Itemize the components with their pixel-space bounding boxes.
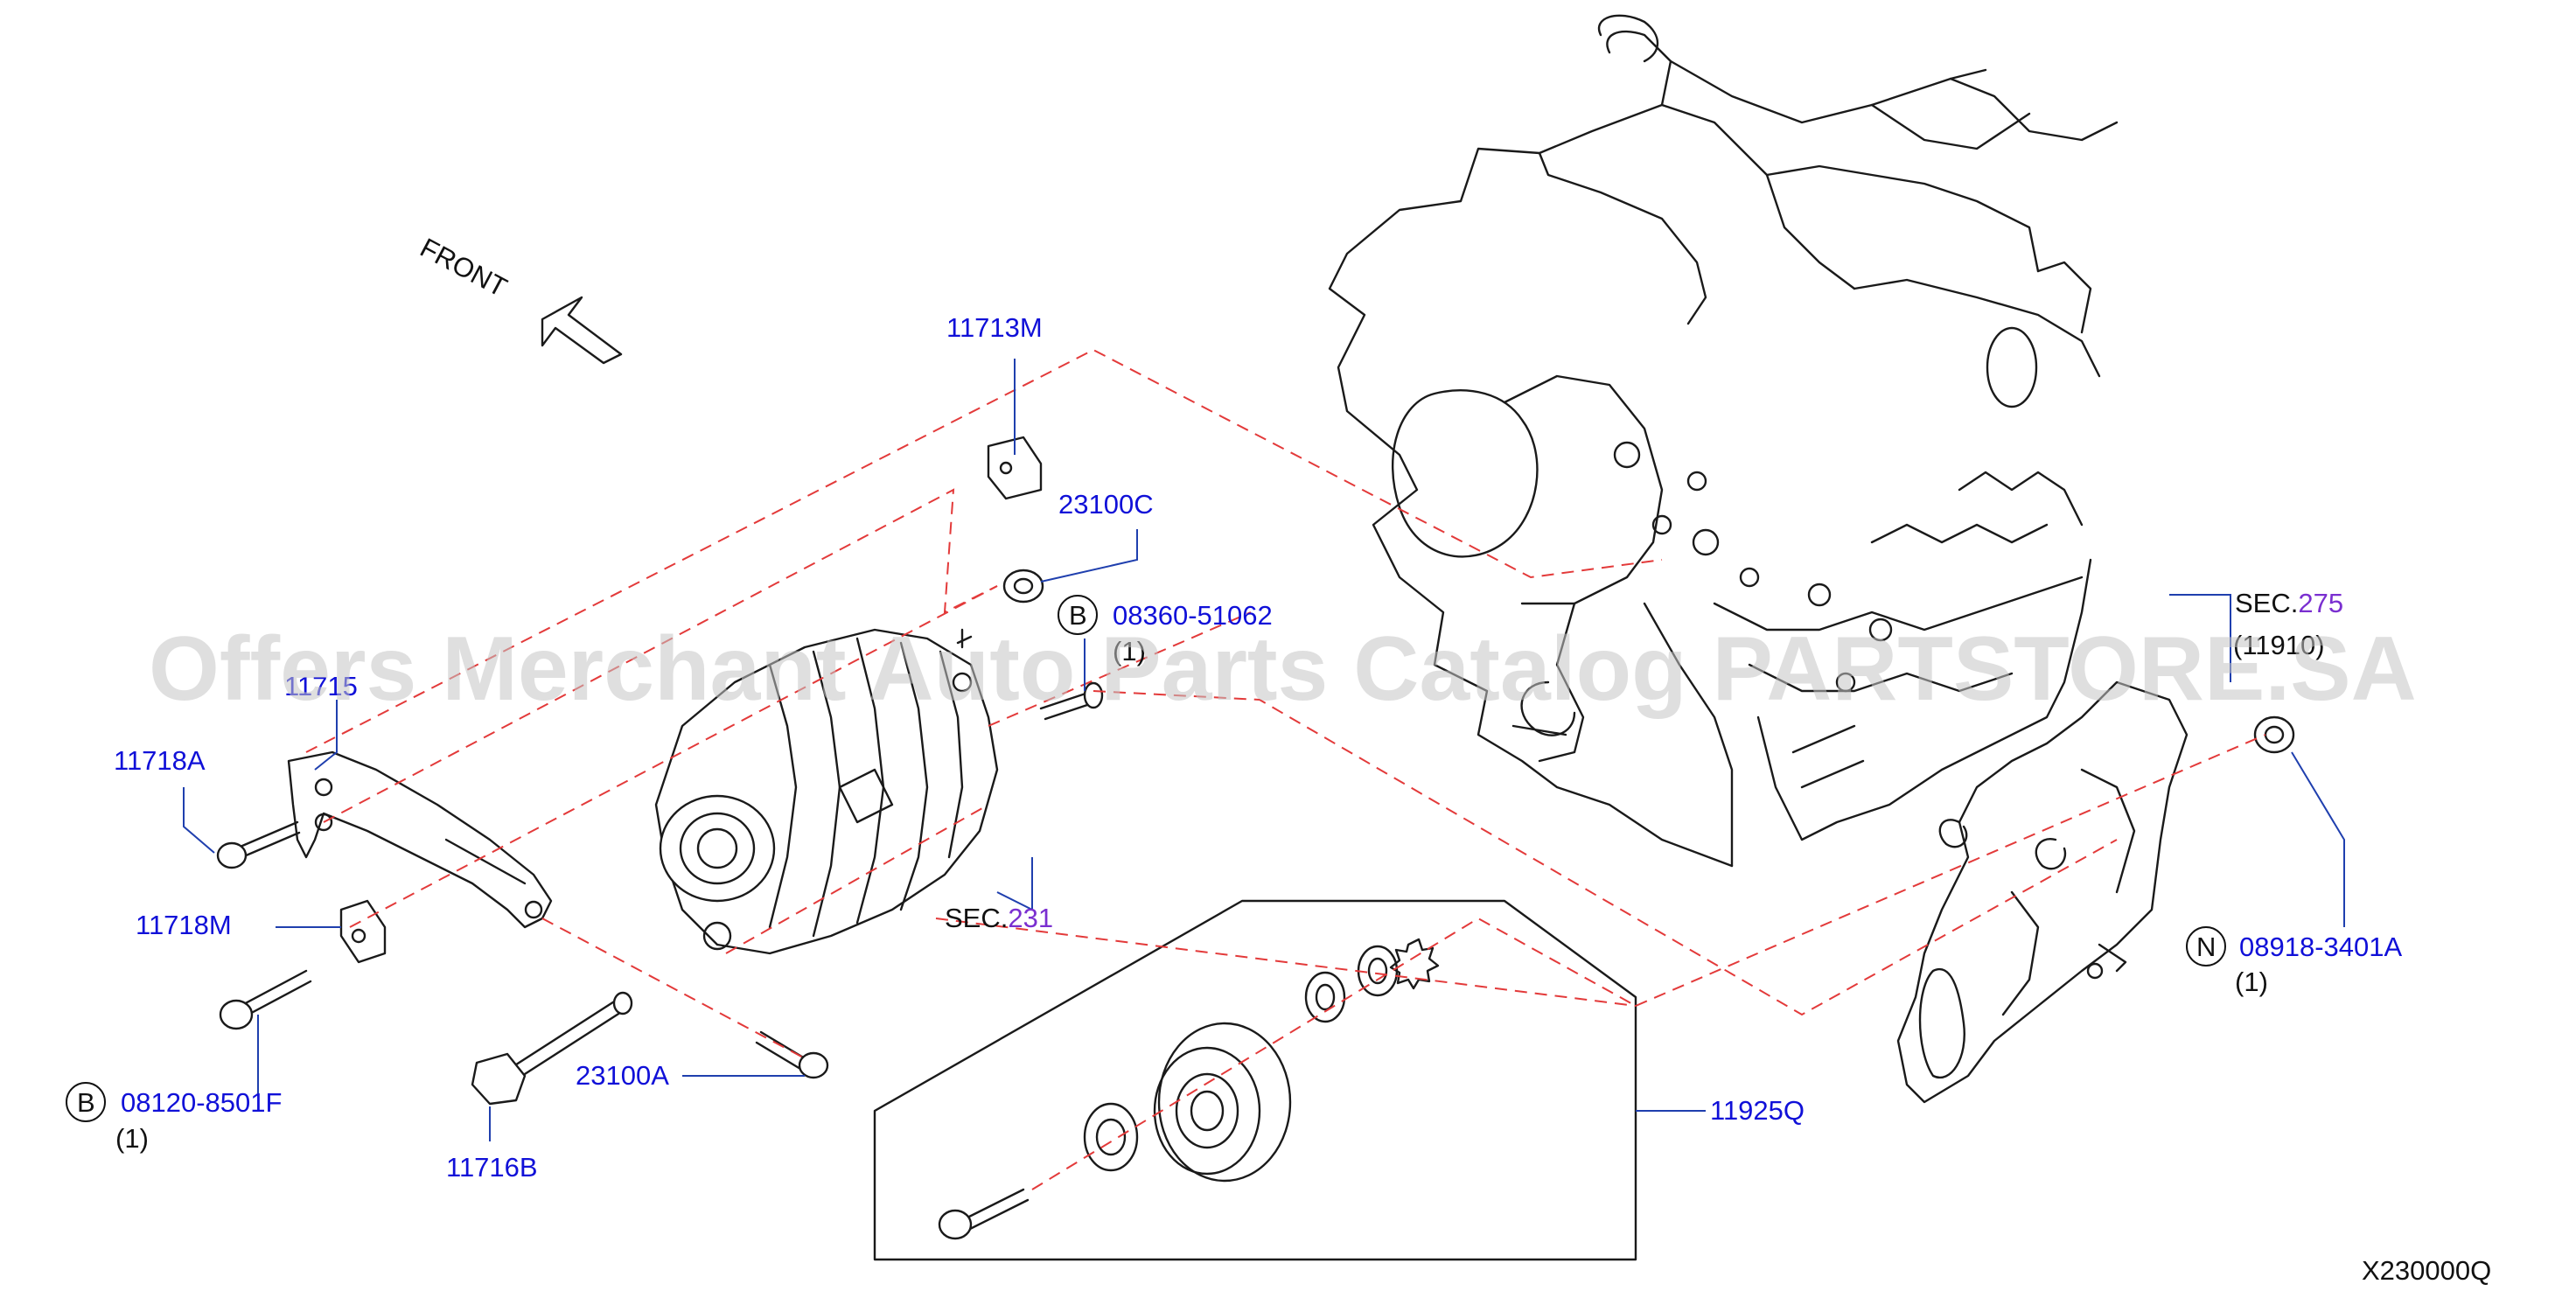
part-qty-08360: (1) xyxy=(1113,636,1146,666)
nut-type-badge-n1-text: N xyxy=(2196,932,2216,962)
part-label-11718a[interactable]: 11718A xyxy=(114,745,206,776)
small-parts-drawing xyxy=(216,436,2295,1106)
part-label-11718m[interactable]: 11718M xyxy=(136,910,232,940)
section-ref-275-sub: (11910) xyxy=(2233,630,2325,660)
part-qty-08120: (1) xyxy=(115,1123,149,1154)
watermark-text: Offers Merchant Auto Parts Catalog PARTS… xyxy=(149,618,2417,720)
bolt-type-badge-b1 xyxy=(1058,595,1098,635)
part-label-11715[interactable]: 11715 xyxy=(284,671,358,701)
section-ref-231[interactable]: SEC.231 xyxy=(945,903,1053,933)
engine-block-drawing xyxy=(1328,14,2119,868)
idler-pulley-drawing xyxy=(873,899,1637,1261)
part-label-23100a[interactable]: 23100A xyxy=(576,1060,669,1091)
part-label-23100c[interactable]: 23100C xyxy=(1058,489,1154,520)
part-label-08918-3401a[interactable]: 08918-3401A xyxy=(2239,932,2402,962)
adjusting-bar-drawing xyxy=(287,750,553,929)
part-qty-08918: (1) xyxy=(2235,967,2268,997)
mounting-bracket-drawing xyxy=(1896,680,2189,1104)
bolt-type-badge-b1-text: B xyxy=(1069,600,1087,631)
front-label: FRONT xyxy=(415,232,513,303)
leader-lines xyxy=(183,359,2345,1141)
front-direction-arrow: FRONT xyxy=(415,232,623,365)
part-label-11925q[interactable]: 11925Q xyxy=(1710,1095,1805,1126)
part-label-11716b[interactable]: 11716B xyxy=(446,1152,538,1183)
part-label-08120-8501f[interactable]: 08120-8501F xyxy=(121,1087,282,1118)
part-label-08360-51062[interactable]: 08360-51062 xyxy=(1113,600,1273,631)
section-ref-275[interactable]: SEC.275 xyxy=(2235,588,2343,618)
diagram-code: X230000Q xyxy=(2362,1255,2491,1286)
part-label-11713m[interactable]: 11713M xyxy=(946,312,1043,343)
nut-type-badge-n1 xyxy=(2186,926,2226,967)
bolt-type-badge-b2 xyxy=(66,1082,106,1122)
bolt-type-badge-b2-text: B xyxy=(77,1087,95,1118)
reference-dashed-lines xyxy=(305,348,2266,1190)
alternator-drawing xyxy=(654,628,999,955)
